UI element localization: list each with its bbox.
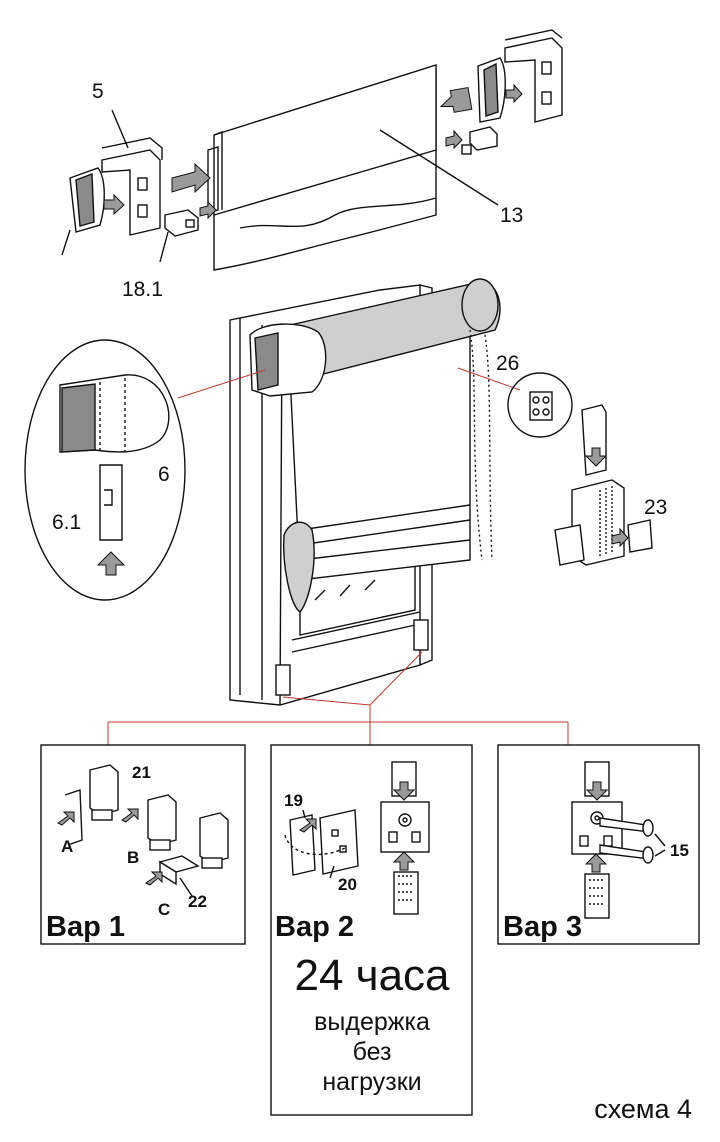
variant-3-parts bbox=[571, 761, 666, 919]
variant-connectors bbox=[107, 705, 569, 745]
scheme-caption: схема 4 bbox=[594, 1094, 692, 1124]
label-b: B bbox=[127, 848, 139, 867]
right-bracket-group bbox=[439, 29, 563, 155]
label-20: 20 bbox=[338, 875, 357, 894]
cure-time: 24 часа bbox=[294, 951, 450, 1000]
variant-2-box bbox=[270, 744, 473, 1116]
label-5: 5 bbox=[92, 80, 104, 103]
label-22: 22 bbox=[188, 892, 207, 911]
variant-2-parts bbox=[284, 761, 430, 915]
label-23: 23 bbox=[644, 496, 667, 519]
note-line-1: выдержка bbox=[314, 1008, 430, 1036]
left-bracket-group bbox=[61, 109, 217, 263]
note-line-3: нагрузки bbox=[322, 1068, 421, 1096]
blind-top-assembly bbox=[207, 64, 499, 271]
label-a: A bbox=[61, 837, 73, 856]
window-frame bbox=[177, 278, 521, 706]
label-13: 13 bbox=[500, 204, 523, 227]
detail-oval-left bbox=[24, 339, 186, 601]
detail-chain-guide bbox=[507, 372, 653, 566]
note-line-2: без bbox=[353, 1038, 392, 1066]
label-19: 19 bbox=[284, 791, 303, 810]
label-6: 6 bbox=[158, 463, 170, 486]
variant-1-title: Вар 1 bbox=[46, 911, 125, 943]
label-26: 26 bbox=[496, 352, 519, 375]
variant-3-box bbox=[497, 744, 700, 945]
label-c: C bbox=[158, 900, 170, 919]
label-6-1: 6.1 bbox=[52, 511, 81, 534]
variant-2-title: Вар 2 bbox=[275, 911, 354, 943]
label-15: 15 bbox=[670, 841, 689, 860]
label-18-1: 18.1 bbox=[122, 278, 163, 301]
variant-3-title: Вар 3 bbox=[503, 911, 582, 943]
variant-1-parts bbox=[57, 764, 229, 897]
label-21: 21 bbox=[132, 763, 151, 782]
variant-1-box bbox=[40, 744, 246, 945]
